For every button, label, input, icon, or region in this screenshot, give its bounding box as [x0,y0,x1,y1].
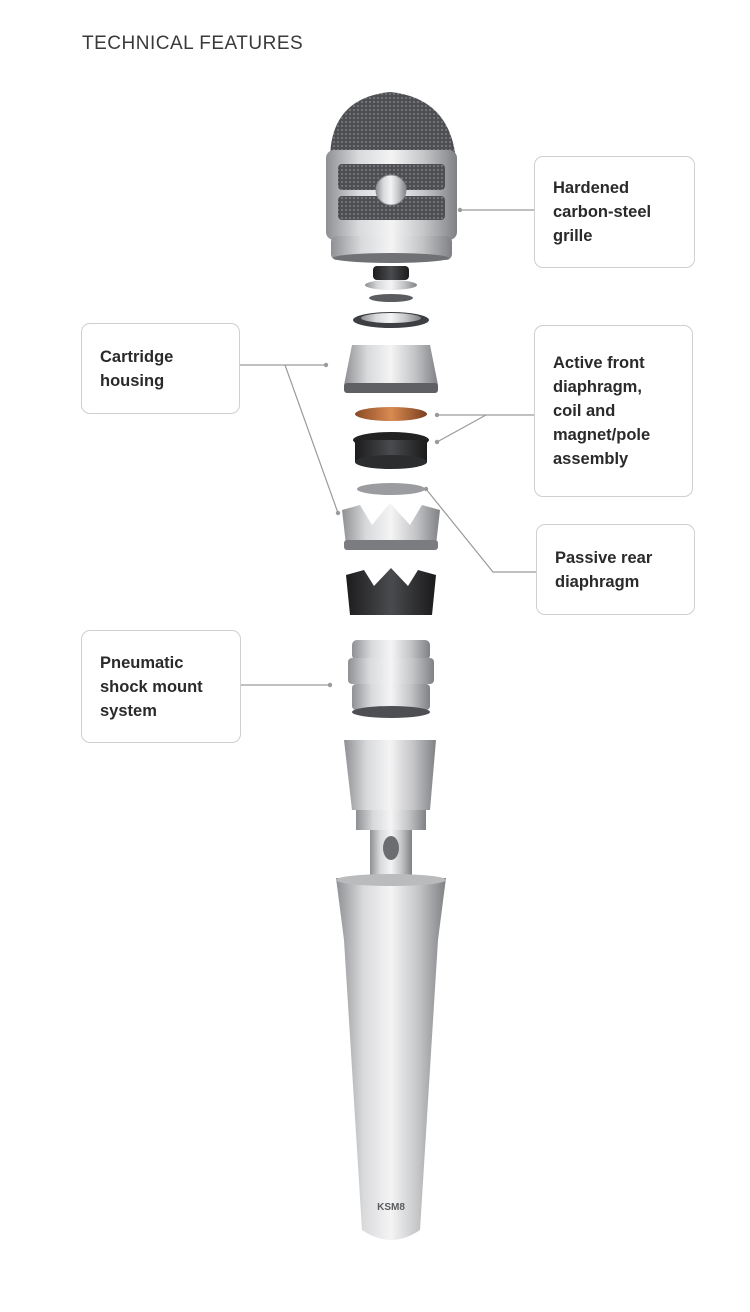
handle-body [336,874,446,1240]
handle-upper [344,740,436,880]
magnet-assembly [353,432,429,469]
callout-shock-mount: Pneumatic shock mount system [81,630,241,743]
shock-mount [348,640,434,718]
callout-passive-diaphragm: Passive rear diaphragm [536,524,695,615]
callout-grille-text: Hardened carbon-steel grille [553,176,651,248]
cartridge-small-parts [353,266,429,328]
callout-cartridge-housing-text: Cartridge housing [100,345,173,393]
passive-diaphragm [357,483,425,495]
callout-active-diaphragm: Active front diaphragm, coil and magnet/… [534,325,693,497]
callout-cartridge-housing: Cartridge housing [81,323,240,414]
cartridge-housing-top [344,345,438,393]
callout-active-diaphragm-text: Active front diaphragm, coil and magnet/… [553,351,650,471]
black-boot [346,568,436,615]
callout-grille: Hardened carbon-steel grille [534,156,695,268]
grille-head [326,92,457,263]
handle-model-label: KSM8 [377,1202,405,1213]
callout-passive-diaphragm-text: Passive rear diaphragm [555,546,652,594]
active-diaphragm [355,407,427,421]
cartridge-housing-bottom [342,503,440,550]
callout-shock-mount-text: Pneumatic shock mount system [100,651,203,723]
